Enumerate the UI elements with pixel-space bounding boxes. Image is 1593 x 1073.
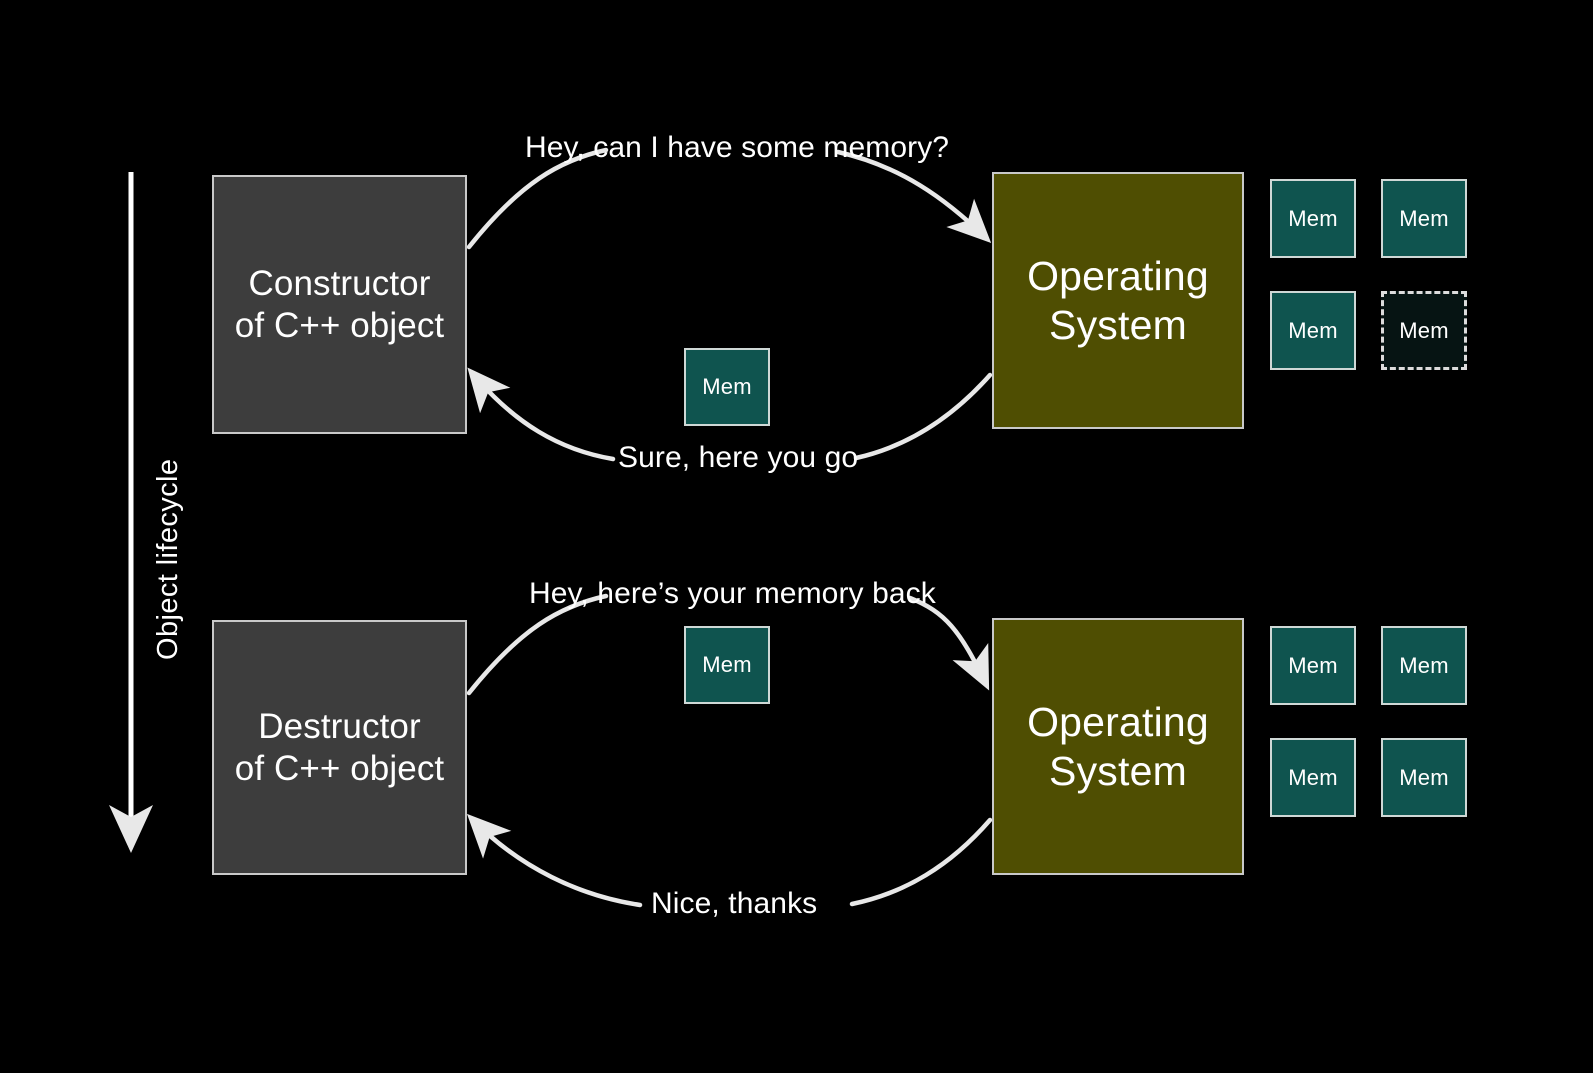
transit-mem-label: Mem xyxy=(702,374,752,400)
mem-pool-block-1-destruction: Mem xyxy=(1270,626,1356,705)
caption-request-construction: Hey, can I have some memory? xyxy=(525,131,950,164)
caption-request-destruction: Hey, here’s your memory back xyxy=(529,577,936,610)
mem-pool-block-2-construction: Mem xyxy=(1381,179,1467,258)
mem-pool-block-label: Mem xyxy=(1399,764,1449,790)
mem-pool-block-1-construction: Mem xyxy=(1270,179,1356,258)
mem-pool-block-label: Mem xyxy=(1288,764,1338,790)
mem-pool-block-3-destruction: Mem xyxy=(1270,738,1356,817)
mem-pool-block-4-destruction: Mem xyxy=(1381,738,1467,817)
mem-pool-block-2-destruction: Mem xyxy=(1381,626,1467,705)
transit-mem-block-destruction: Mem xyxy=(684,626,770,704)
transit-mem-block-construction: Mem xyxy=(684,348,770,426)
transit-mem-label: Mem xyxy=(702,652,752,678)
caption-response-destruction: Nice, thanks xyxy=(651,887,818,920)
object-lifecycle-label: Object lifecycle xyxy=(152,458,184,660)
mem-pool-block-label: Mem xyxy=(1399,652,1449,678)
mem-pool-block-label: Mem xyxy=(1399,317,1449,343)
caption-response-construction: Sure, here you go xyxy=(618,441,859,474)
mem-pool-block-label: Mem xyxy=(1288,205,1338,231)
mem-pool-block-label: Mem xyxy=(1288,317,1338,343)
mem-pool-block-3-construction: Mem xyxy=(1270,291,1356,370)
mem-pool-block-label: Mem xyxy=(1399,205,1449,231)
mem-pool-block-4-freed-construction: Mem xyxy=(1381,291,1467,370)
mem-pool-block-label: Mem xyxy=(1288,652,1338,678)
